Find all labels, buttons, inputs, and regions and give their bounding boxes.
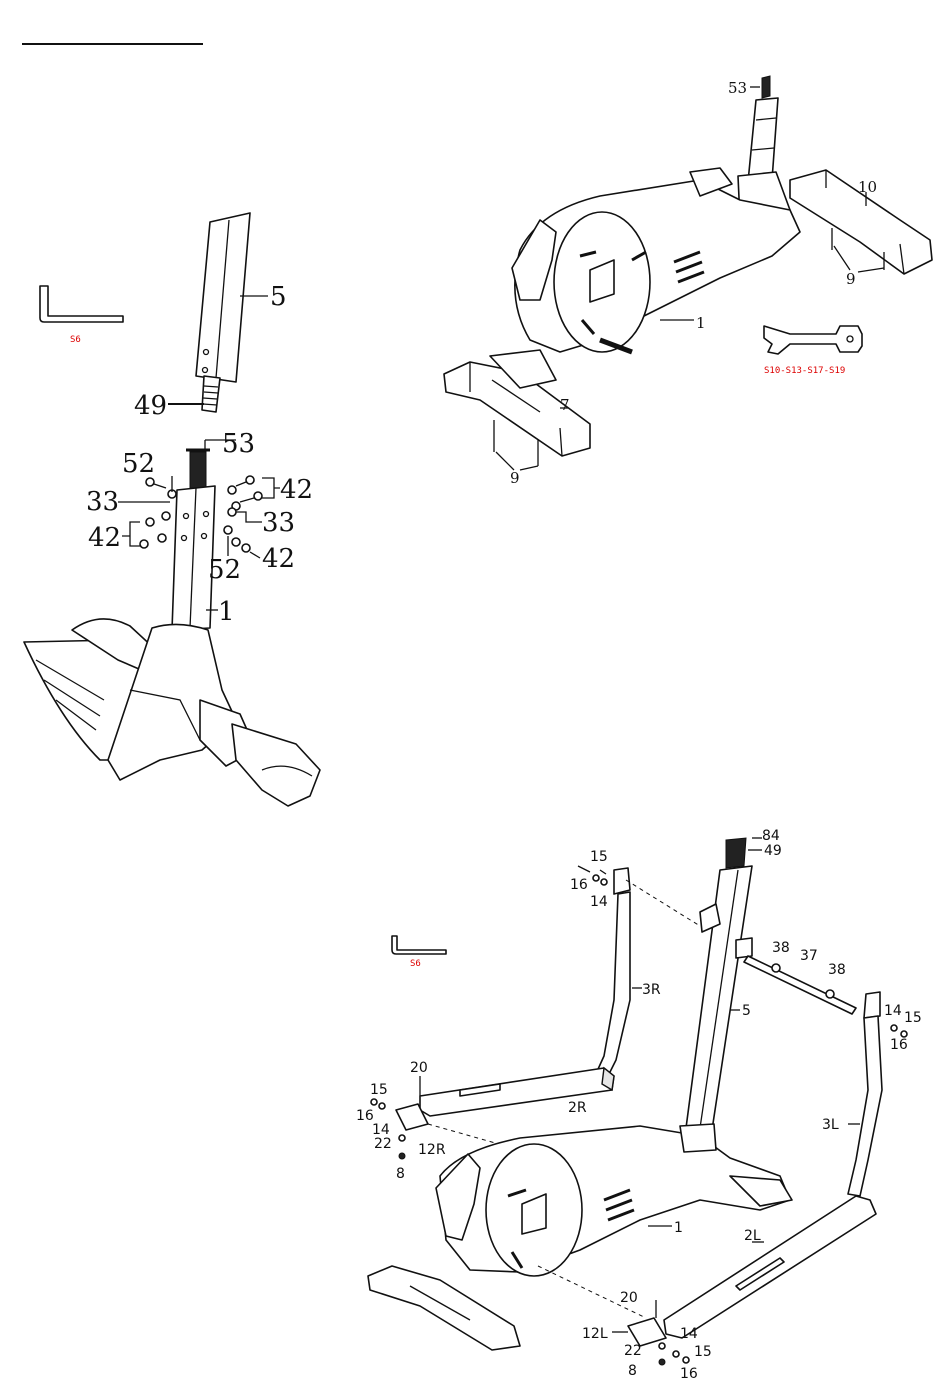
callout-c-16-top: 16 (570, 877, 588, 893)
wrench-tool-icon (764, 326, 862, 354)
callout-c-3l: 3L (822, 1117, 839, 1133)
callout-c-22-bottom: 22 (624, 1343, 642, 1359)
front-stabilizer-c-part (368, 1266, 520, 1350)
callout-c-1: 1 (674, 1220, 683, 1236)
allen-key-icon-c (392, 936, 446, 954)
callout-c-15-top: 15 (590, 849, 608, 865)
step-c-group: S6 84 49 5 15 16 14 3R (356, 828, 922, 1382)
callout-c-2r: 2R (568, 1100, 587, 1116)
bolt-53-part (762, 76, 770, 98)
callout-42-right-top: 42 (280, 475, 313, 505)
callout-52-bottom: 52 (208, 555, 241, 585)
callout-c-14-bottom: 14 (680, 1326, 698, 1342)
callout-c-12r: 12R (418, 1142, 446, 1158)
tool-label-wrench: S10-S13-S17-S19 (764, 366, 845, 376)
callout-c-38-left: 38 (772, 940, 790, 956)
callout-42-right-bottom: 42 (262, 544, 295, 574)
callout-c-20-top: 20 (410, 1060, 428, 1076)
upright-tube-c-part (686, 838, 752, 1130)
callout-c-20-bottom: 20 (620, 1290, 638, 1306)
upright-tube-part (196, 213, 250, 412)
callout-c-22-left: 22 (374, 1136, 392, 1152)
callout-53: 53 (222, 429, 255, 459)
callout-b-1: 1 (696, 314, 706, 332)
callout-33-right: 33 (262, 508, 295, 538)
callout-52-top: 52 (122, 449, 155, 479)
step-a-group: S6 5 49 53 (24, 213, 320, 806)
callout-c-14-top: 14 (590, 894, 608, 910)
callout-1: 1 (218, 597, 235, 627)
callout-c-8-left: 8 (396, 1166, 405, 1182)
callout-c-5: 5 (742, 1003, 751, 1019)
main-frame-part (24, 619, 320, 806)
pedal-arm-2l-part (664, 1196, 876, 1338)
callout-b-53: 53 (728, 79, 747, 97)
callout-b-10: 10 (858, 178, 877, 196)
callout-c-84: 84 (762, 828, 780, 844)
lower-post-part (172, 450, 215, 630)
callout-c-15-bottom: 15 (694, 1344, 712, 1360)
callout-b-9-rear: 9 (846, 270, 856, 288)
callout-c-16-bottom: 16 (680, 1366, 698, 1382)
tool-label-s6: S6 (70, 335, 81, 345)
callout-33-left: 33 (86, 487, 119, 517)
tool-label-s6-c: S6 (410, 959, 421, 969)
callout-c-15-right: 15 (904, 1010, 922, 1026)
callout-42-left: 42 (88, 523, 121, 553)
step-b-group: 53 1 7 9 (444, 76, 932, 487)
callout-c-16-right: 16 (890, 1037, 908, 1053)
callout-b-9-front: 9 (510, 469, 520, 487)
callout-49: 49 (134, 391, 167, 421)
callout-c-15-left: 15 (370, 1082, 388, 1098)
callout-5: 5 (270, 282, 287, 312)
main-frame-body-c-part (436, 1124, 792, 1276)
handle-arm-3l-part (848, 992, 907, 1196)
callout-c-37: 37 (800, 948, 818, 964)
callout-c-8-bottom: 8 (628, 1363, 637, 1379)
callout-c-38-right: 38 (828, 962, 846, 978)
callout-c-2l: 2L (744, 1228, 761, 1244)
callout-c-49: 49 (764, 843, 782, 859)
callout-c-14-right: 14 (884, 1003, 902, 1019)
allen-key-icon (40, 286, 123, 322)
callout-c-3r: 3R (642, 982, 661, 998)
callout-c-12l: 12L (582, 1326, 608, 1342)
callout-b-7: 7 (560, 396, 570, 414)
